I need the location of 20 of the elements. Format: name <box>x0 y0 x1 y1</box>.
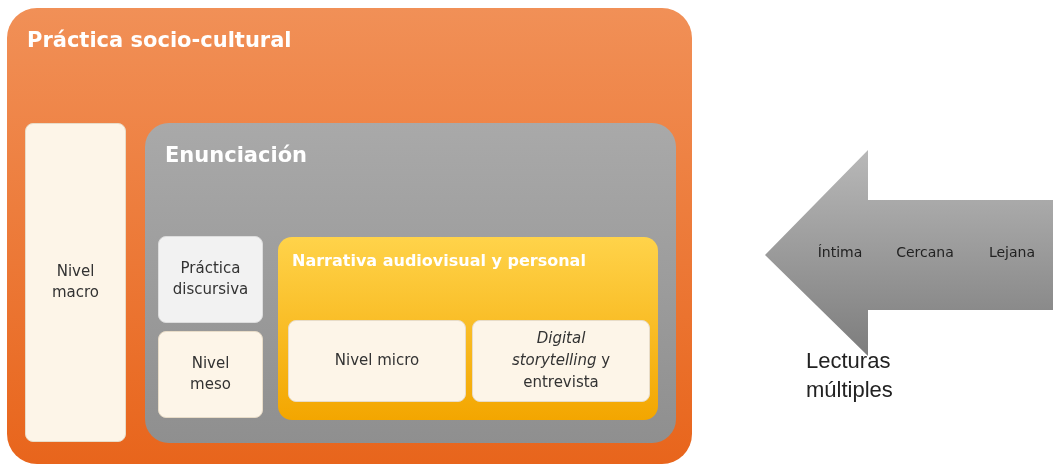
panel <box>7 8 692 464</box>
level-label: Nivel meso <box>189 352 232 396</box>
level-box <box>25 123 126 442</box>
level-label: Digital storytelling y entrevista <box>510 328 612 393</box>
distance-label: Íntima <box>817 244 863 260</box>
level-box <box>158 331 263 418</box>
level-box <box>288 320 466 402</box>
panel-title: Narrativa audiovisual y personal <box>292 251 586 270</box>
panel <box>145 123 676 443</box>
panel <box>278 237 658 420</box>
panel-title: Práctica socio-cultural <box>27 28 292 52</box>
level-label: Práctica discursiva <box>171 257 250 301</box>
level-label: Nivel micro <box>333 350 421 372</box>
distance-label: Cercana <box>896 244 954 260</box>
level-label: Nivel macro <box>50 260 101 304</box>
arrow-caption: Lecturas múltiples <box>806 347 894 404</box>
level-box <box>472 320 650 402</box>
level-box <box>158 236 263 323</box>
distance-label: Lejana <box>988 244 1036 260</box>
panel-title: Enunciación <box>165 143 308 167</box>
